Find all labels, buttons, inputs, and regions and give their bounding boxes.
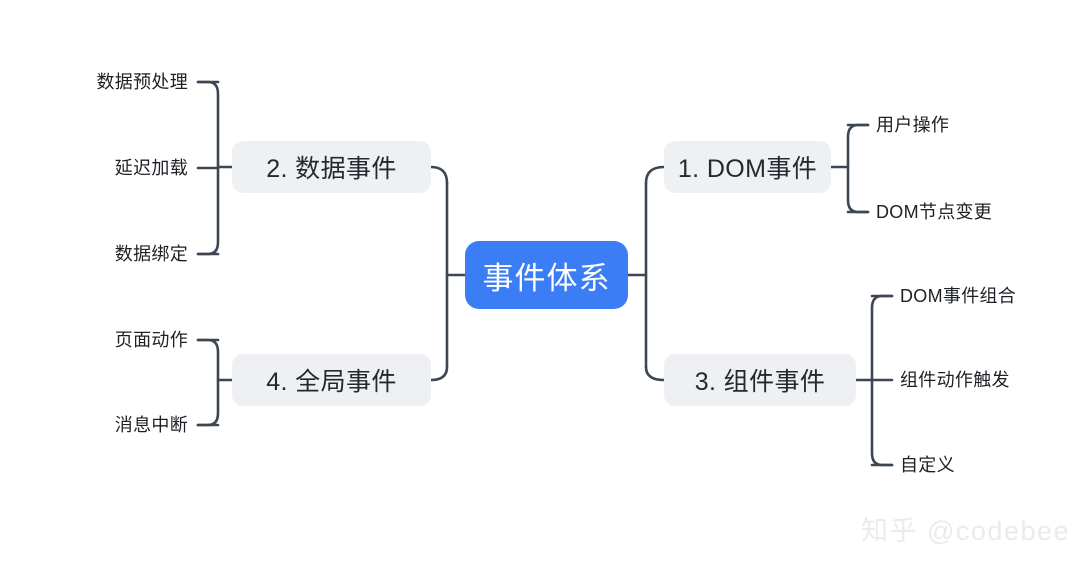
- leaf-custom[interactable]: 自定义: [900, 455, 955, 475]
- leaf-page-action[interactable]: 页面动作: [114, 330, 188, 350]
- leaf-component-action-trigger[interactable]: 组件动作触发: [900, 370, 1010, 390]
- leaf-user-operation[interactable]: 用户操作: [876, 115, 950, 135]
- leaf-data-preprocess[interactable]: 数据预处理: [96, 72, 188, 92]
- wire-right-trunk-to-comp: [644, 365, 666, 382]
- leaf-lazy-load[interactable]: 延迟加载: [114, 158, 188, 178]
- branch-node-dom-events[interactable]: 1. DOM事件: [664, 141, 831, 193]
- root-node[interactable]: 事件体系: [465, 241, 628, 309]
- leaf-message-interrupt[interactable]: 消息中断: [114, 415, 188, 435]
- leaf-data-binding[interactable]: 数据绑定: [114, 244, 188, 264]
- watermark: 知乎 @codebee: [860, 516, 1070, 546]
- branch-node-data-events[interactable]: 2. 数据事件: [232, 141, 431, 193]
- wire-left-trunk-to-data: [429, 165, 449, 185]
- leaf-dom-event-combination[interactable]: DOM事件组合: [900, 286, 1017, 306]
- branch-node-global-events[interactable]: 4. 全局事件: [232, 354, 431, 406]
- wire-global-bracket: [196, 338, 220, 427]
- branch-node-component-events[interactable]: 3. 组件事件: [664, 354, 856, 406]
- wire-dom-bracket: [846, 123, 870, 214]
- wire-left-trunk-to-global: [429, 365, 449, 382]
- wire-right-trunk-to-dom: [644, 165, 666, 185]
- leaf-dom-node-change[interactable]: DOM节点变更: [876, 202, 993, 222]
